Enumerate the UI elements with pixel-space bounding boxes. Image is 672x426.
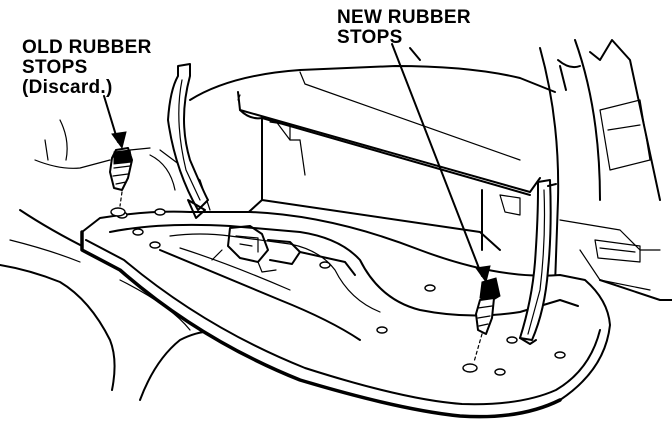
- screw-hole: [132, 228, 144, 236]
- right-hinge-arm: [519, 179, 557, 345]
- screw-hole: [154, 208, 166, 216]
- left-hinge-arm: [167, 63, 209, 219]
- old-rubber-stop: [109, 147, 133, 191]
- screw-hole: [319, 261, 331, 269]
- old-label-line1: OLD RUBBER: [22, 37, 152, 58]
- screw-hole: [376, 326, 388, 334]
- old-rubber-stops-label: OLD RUBBER STOPS (Discard.): [22, 38, 152, 98]
- dashboard-upper-panel: [34, 39, 672, 301]
- screw-hole: [554, 351, 566, 359]
- new-rubber-stop: [475, 277, 501, 335]
- old-label-line2: STOPS: [22, 57, 88, 78]
- new-label-line1: NEW RUBBER: [337, 7, 471, 28]
- screw-hole: [494, 368, 506, 376]
- old-label-line3: (Discard.): [22, 77, 113, 98]
- screw-hole: [149, 241, 161, 249]
- stop-seat: [462, 363, 478, 373]
- leader-lines: [103, 43, 491, 363]
- screw-hole: [424, 284, 436, 292]
- new-rubber-stops-label: NEW RUBBER STOPS: [337, 8, 471, 48]
- screw-hole: [506, 336, 518, 344]
- stop-seat: [110, 207, 126, 217]
- new-label-line2: STOPS: [337, 27, 403, 48]
- glove-box-door: [80, 207, 611, 419]
